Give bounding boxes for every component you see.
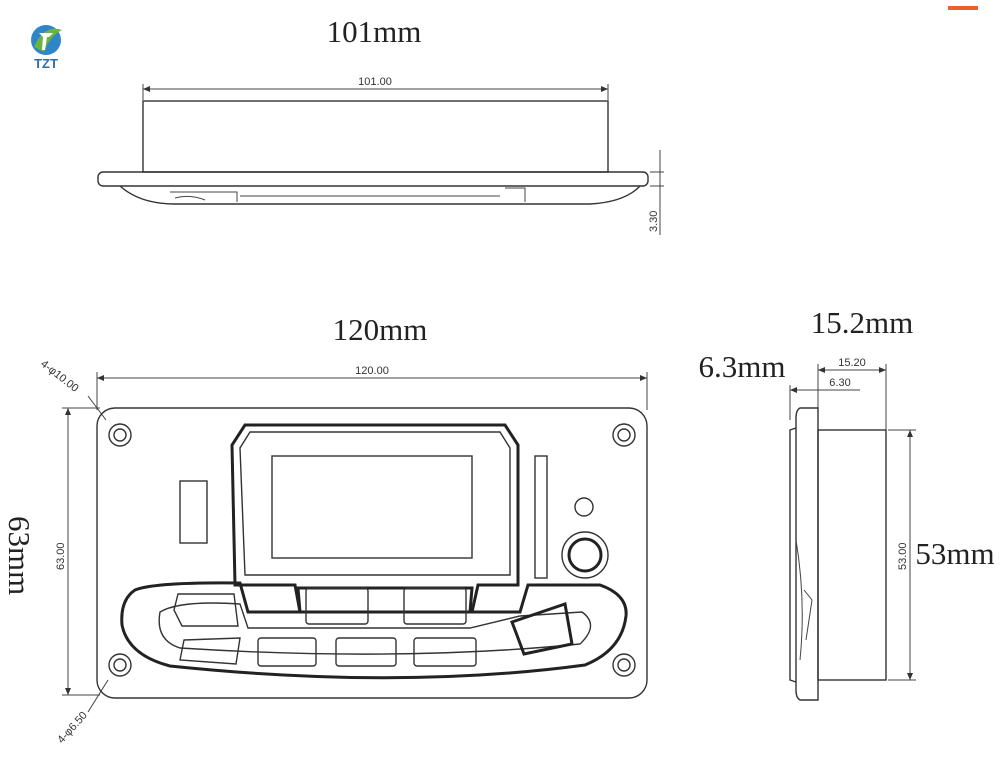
front-view-height-dim: 63.00 (55, 542, 67, 570)
accent-dash (948, 6, 978, 10)
button-eq (510, 602, 574, 656)
button-row-bottom (179, 637, 477, 667)
mount-hole-bottom-right (612, 653, 636, 677)
side-view-depth-dim: 15.20 (838, 357, 866, 369)
hole-label-bottom: 4-φ6.50 (55, 709, 90, 746)
button-panel (120, 581, 628, 680)
top-view-width-dim: 101.00 (358, 76, 392, 88)
side-view-flange-headline: 6.3mm (699, 349, 786, 384)
top-view: 101mm 101.00 3.30 (97, 14, 664, 235)
usb-port (561, 531, 609, 579)
side-view-depth-headline: 15.2mm (811, 305, 913, 340)
button-mode (305, 587, 369, 625)
display-bezel (230, 423, 520, 614)
front-view: 120mm 120.00 63.00 63mm 4-φ10.00 4-φ6.50 (2, 312, 648, 746)
mount-hole-bottom-left (108, 653, 132, 677)
tzt-logo-icon (31, 25, 62, 55)
side-view: 15.2mm 6.3mm 15.20 6.30 53.00 53mm (699, 305, 995, 701)
top-view-height-dim: 3.30 (648, 211, 660, 232)
side-view-flange-dim: 6.30 (829, 377, 850, 389)
front-view-side-headline: 63mm (2, 516, 37, 595)
ir-window (179, 480, 208, 544)
button-play (403, 587, 467, 625)
top-view-headline: 101mm (327, 14, 422, 49)
button-vol-down (179, 637, 241, 665)
button-row-top (173, 587, 467, 627)
side-view-height-headline: 53mm (915, 536, 994, 571)
hole-label-top: 4-φ10.00 (38, 358, 80, 395)
mount-hole-top-right (612, 423, 636, 447)
sd-card-slot (534, 455, 548, 579)
button-next (335, 637, 397, 667)
lcd-screen (271, 455, 473, 559)
logo-text: TZT (34, 56, 58, 71)
front-view-headline: 120mm (333, 312, 428, 347)
mount-hole-top-left (108, 423, 132, 447)
button-vol-up (257, 637, 317, 667)
button-prev (173, 593, 239, 627)
button-repeat (413, 637, 477, 667)
led-indicator (574, 497, 594, 517)
front-view-width-dim: 120.00 (355, 365, 389, 377)
side-view-height-dim: 53.00 (897, 542, 909, 570)
